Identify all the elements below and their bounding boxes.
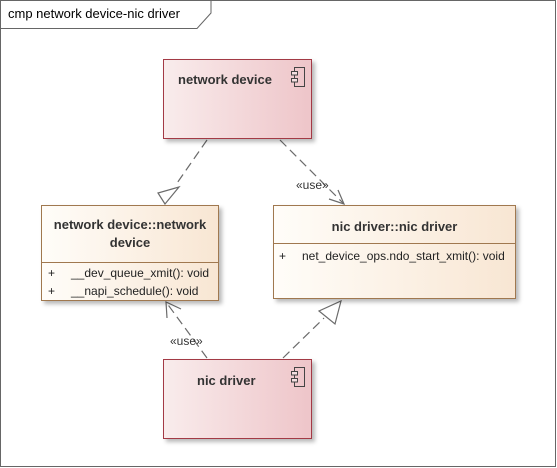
component-nic-driver-name: nic driver <box>197 373 256 388</box>
component-nic-driver[interactable]: nic driver <box>163 359 312 439</box>
operation-row[interactable]: + net_device_ops.ndo_start_xmit(): void <box>279 249 513 265</box>
frame-title: cmp network device-nic driver <box>8 6 180 21</box>
usage-line-network-device <box>279 139 344 204</box>
operation-signature: __dev_queue_xmit(): void <box>71 266 210 280</box>
component-icon <box>291 367 305 387</box>
class-nic-driver-divider <box>274 243 515 244</box>
realization-arrowhead-nic-driver <box>317 299 342 326</box>
operation-row[interactable]: + __dev_queue_xmit(): void <box>48 266 216 282</box>
component-icon <box>291 67 305 87</box>
operation-signature: __napi_schedule(): void <box>71 284 199 298</box>
class-network-device[interactable]: network device::network device + __dev_q… <box>41 205 219 301</box>
usage-arrowhead-nic-driver <box>165 301 182 319</box>
operation-visibility: + <box>48 266 56 280</box>
operation-visibility: + <box>48 284 56 298</box>
component-network-device[interactable]: network device <box>163 59 312 139</box>
class-network-device-title-line1: network device::network <box>53 217 207 232</box>
component-network-device-name: network device <box>178 72 272 87</box>
class-nic-driver-title: nic driver::nic driver <box>331 219 458 234</box>
class-network-device-title-line2: device <box>109 235 151 250</box>
usage-arrowhead-network-device <box>328 189 346 205</box>
operation-visibility: + <box>279 249 287 263</box>
usage-stereotype-top: «use» <box>296 178 329 192</box>
realization-arrowhead-network-device <box>157 185 181 206</box>
class-network-device-divider <box>42 262 218 263</box>
usage-stereotype-bottom: «use» <box>170 334 203 348</box>
class-nic-driver[interactable]: nic driver::nic driver + net_device_ops.… <box>273 205 516 299</box>
realization-line-network-device <box>174 139 208 187</box>
operation-row[interactable]: + __napi_schedule(): void <box>48 284 216 300</box>
realization-line-nic-driver <box>282 317 325 359</box>
operation-signature: net_device_ops.ndo_start_xmit(): void <box>302 249 505 263</box>
usage-line-nic-driver <box>165 301 208 359</box>
